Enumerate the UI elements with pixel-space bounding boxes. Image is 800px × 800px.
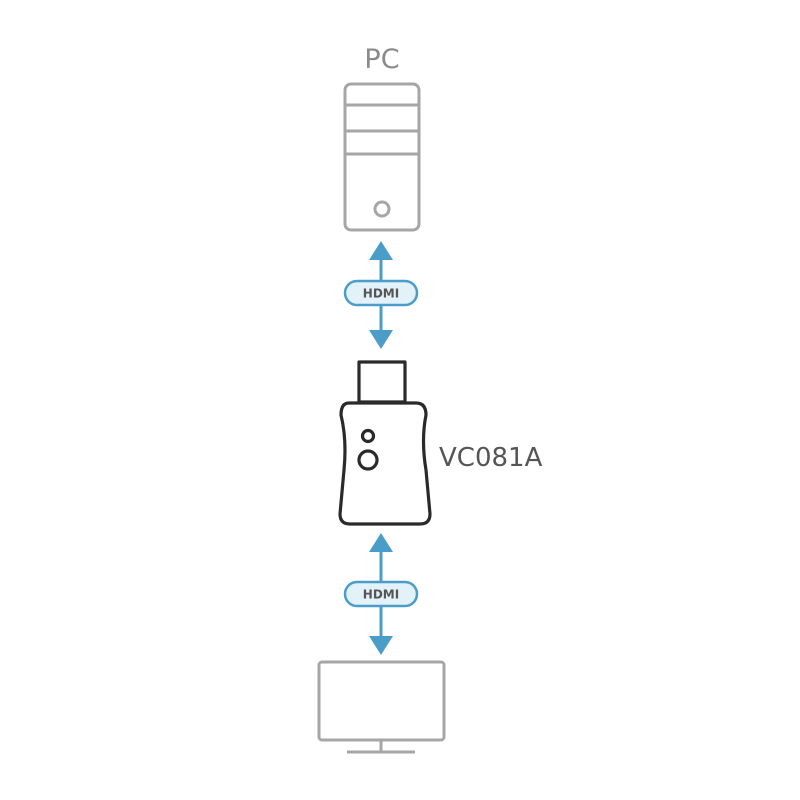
hdmi-badge-bottom-label: HDMI <box>363 588 399 602</box>
hdmi-badge-top-label: HDMI <box>363 287 399 301</box>
adapter-body <box>338 401 432 526</box>
adapter-led <box>360 428 376 444</box>
adapter-plug <box>357 360 407 404</box>
pc-label: PC <box>364 44 399 75</box>
monitor-icon <box>317 660 446 754</box>
hdmi-badge-bottom: HDMI <box>343 580 419 608</box>
adapter-button <box>357 449 379 471</box>
hdmi-badge-top: HDMI <box>343 279 419 307</box>
pc-tower-icon <box>343 82 421 232</box>
monitor-screen <box>317 660 446 742</box>
device-label: VC081A <box>439 443 543 473</box>
hdmi-adapter-icon <box>338 360 432 526</box>
